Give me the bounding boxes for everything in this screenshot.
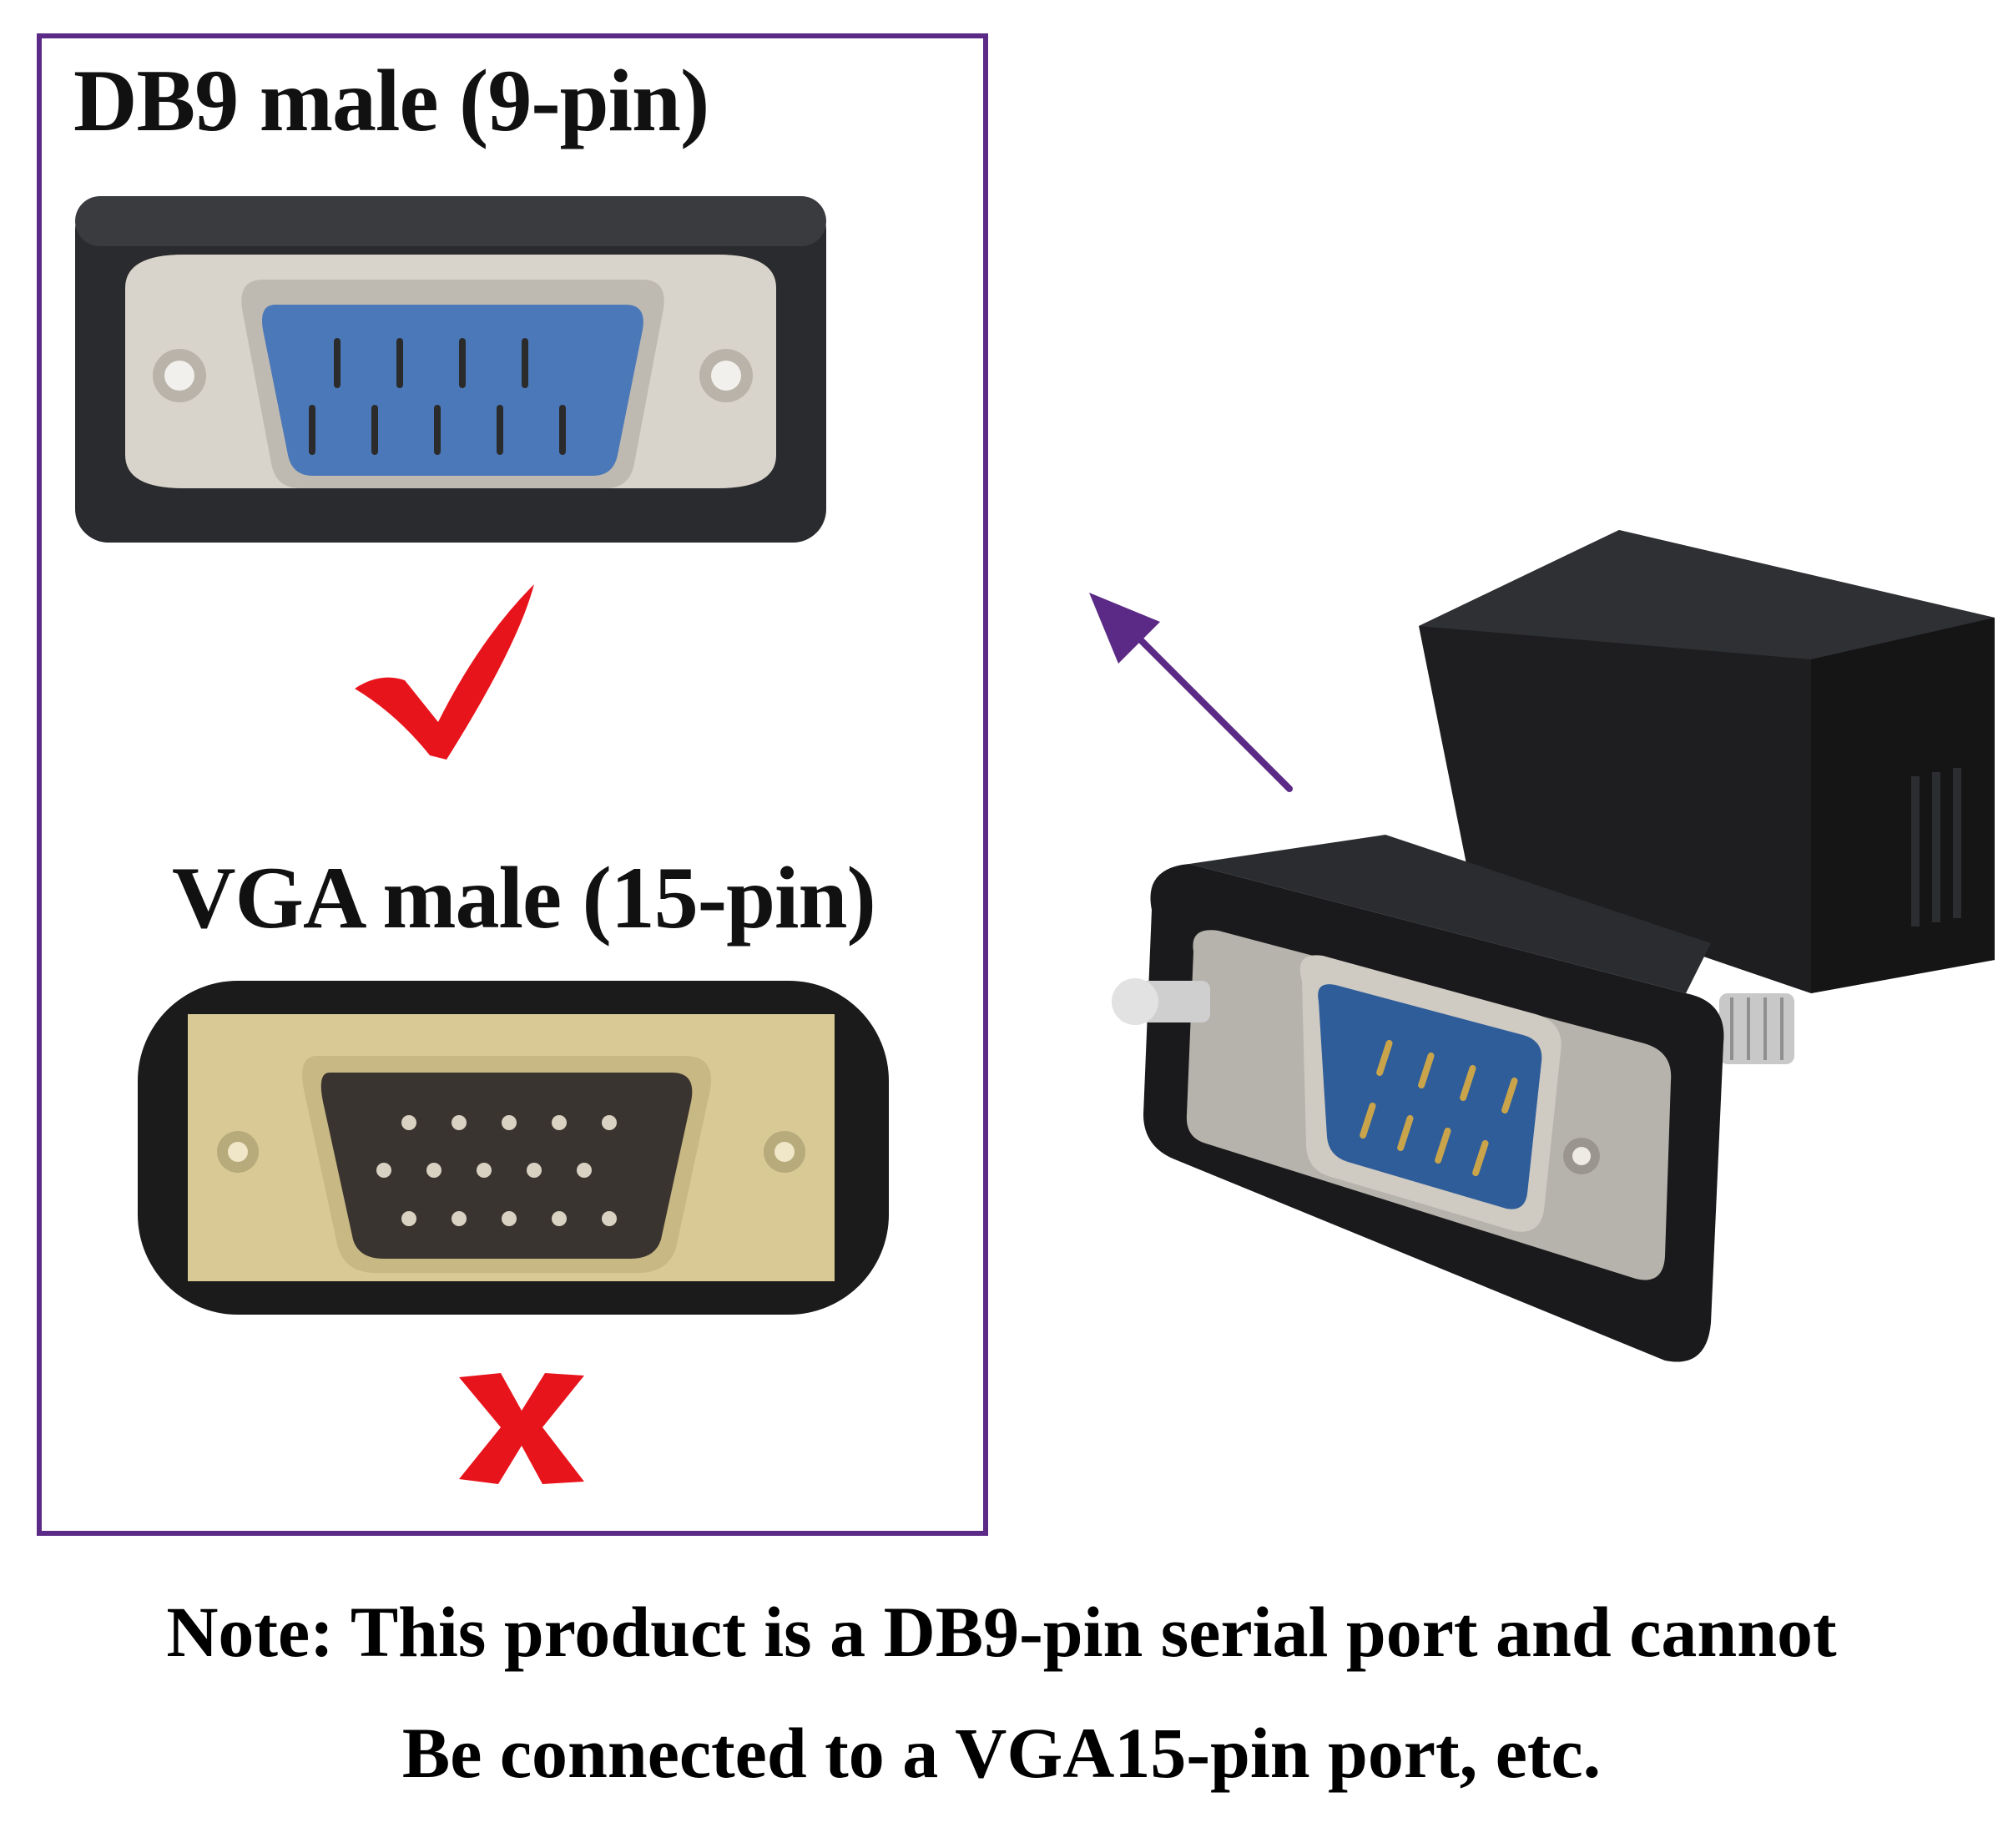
check-icon <box>355 584 534 760</box>
vga-title: VGA male (15-pin) <box>172 849 876 947</box>
arrow-icon <box>1089 593 1293 792</box>
note-line-2: Be connected to a VGA15-pin port, etc. <box>401 1713 1602 1793</box>
cross-icon <box>459 1373 584 1484</box>
db9-connector-image <box>75 196 826 543</box>
comparison-panel <box>37 33 988 1536</box>
db9-title: DB9 male (9-pin) <box>73 52 709 149</box>
adapter-product-image <box>1112 530 1995 1362</box>
note-line-1: Note: This product is a DB9-pin serial p… <box>166 1592 1837 1672</box>
vga-connector-image <box>138 981 889 1315</box>
